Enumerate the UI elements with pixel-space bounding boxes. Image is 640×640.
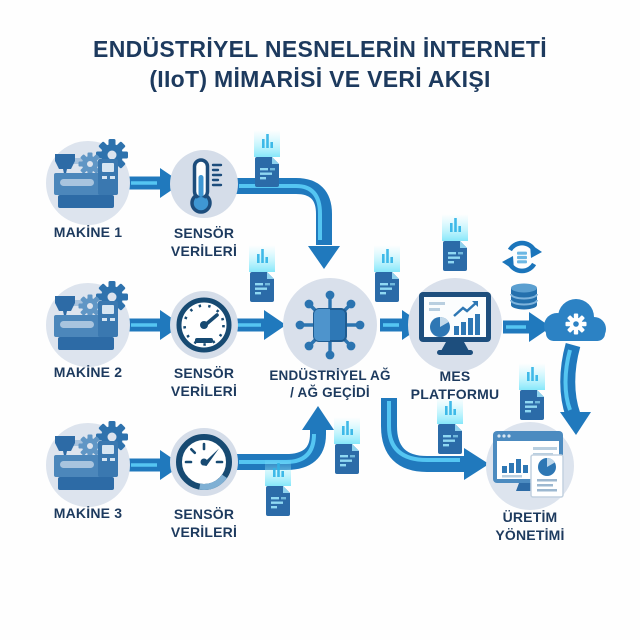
gauge-icon [179, 437, 229, 487]
production-node [486, 422, 574, 510]
arrow-sensor1-to-gateway [236, 178, 340, 269]
data-document-icon [334, 417, 360, 474]
page-title: ENDÜSTRİYEL NESNELERİN İNTERNETİ (IIoT) … [93, 36, 547, 93]
machine2-node [46, 281, 130, 367]
arrow-mes-to-cloud [503, 312, 551, 342]
sensor3-label: SENSÖR VERİLERİ [170, 506, 238, 540]
database-icon [510, 282, 538, 311]
sensor2-node [170, 291, 238, 359]
network-chip-icon [293, 288, 367, 362]
sensor1-label: SENSÖR VERİLERİ [170, 225, 238, 259]
data-document-icon [437, 397, 463, 454]
data-document-icon [254, 130, 280, 187]
arrow-sensor2-to-gateway [234, 310, 286, 340]
sync-arrows-icon [502, 243, 542, 271]
sensor1-node [170, 150, 238, 218]
mes-node [408, 278, 502, 372]
data-document-icon [374, 245, 400, 302]
sensor2-label: SENSÖR VERİLERİ [170, 365, 238, 399]
arrow-sensor3-to-gateway [236, 406, 334, 470]
arrow-cloud-to-production [560, 342, 591, 435]
speedometer-icon [179, 300, 229, 350]
data-document-icon [265, 459, 291, 516]
machine1-label: MAKİNE 1 [53, 224, 123, 240]
production-label: ÜRETİM YÖNETİMİ [495, 509, 565, 543]
machine3-node [46, 421, 130, 507]
machine1-node [46, 139, 130, 225]
arrow-mes-to-production [381, 398, 489, 480]
mes-label: MES PLATFORMU [410, 368, 500, 402]
gateway-node [283, 278, 377, 372]
data-document-icon [442, 214, 468, 271]
machine2-label: MAKİNE 2 [53, 364, 123, 380]
cloud-gear-icon [544, 299, 606, 341]
sensor3-node [170, 428, 238, 496]
gateway-label: ENDÜSTRİYEL AĞ / AĞ GEÇİDİ [269, 368, 391, 401]
machine3-label: MAKİNE 3 [53, 505, 123, 521]
